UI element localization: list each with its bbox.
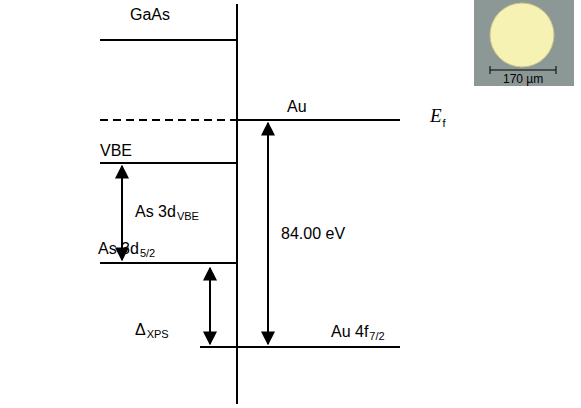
au-fermi-level bbox=[237, 119, 400, 121]
scale-label: 170 µm bbox=[503, 72, 543, 86]
level-label: Au 4f bbox=[331, 323, 368, 341]
inset-photo bbox=[474, 0, 574, 86]
subscript: XPS bbox=[147, 328, 169, 340]
subscript: 7/2 bbox=[369, 330, 384, 342]
interface-line bbox=[236, 4, 238, 404]
vbe-level bbox=[100, 162, 237, 164]
fermi-symbol: E bbox=[430, 107, 442, 125]
scale-tick bbox=[490, 66, 491, 74]
conduction-level bbox=[100, 39, 237, 41]
metal-label: Au bbox=[287, 98, 307, 116]
subscript: 5/2 bbox=[140, 247, 155, 259]
material-label: GaAs bbox=[130, 6, 170, 24]
au4f-level bbox=[237, 346, 400, 348]
scale-tick bbox=[556, 66, 557, 74]
au-contact bbox=[490, 3, 554, 67]
au4f-ref-level bbox=[200, 346, 237, 348]
level-label: As 3d bbox=[98, 240, 139, 258]
scale-bar bbox=[490, 70, 556, 71]
as3d-level bbox=[100, 262, 237, 264]
subscript: VBE bbox=[177, 210, 199, 222]
energy-arrow bbox=[267, 123, 269, 344]
fermi-dashed bbox=[100, 119, 237, 121]
subscript: f bbox=[443, 117, 446, 129]
energy-arrow bbox=[209, 268, 211, 344]
energy-value: 84.00 eV bbox=[281, 225, 345, 243]
level-label: VBE bbox=[100, 142, 132, 160]
offset-label: Δ bbox=[135, 321, 146, 339]
gap-label: As 3d bbox=[135, 203, 176, 221]
